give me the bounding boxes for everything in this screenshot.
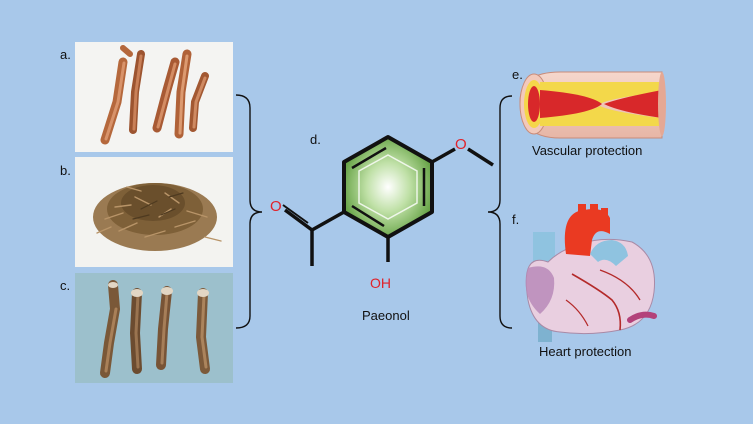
panel-label-d: d. <box>310 132 321 147</box>
heart-icon <box>525 204 657 342</box>
left-bracket <box>235 94 263 329</box>
panel-label-f: f. <box>512 212 520 227</box>
panel-label-b: b. <box>60 163 71 178</box>
right-bracket <box>487 95 513 329</box>
dried-root-bark-icon <box>75 42 233 152</box>
atom-o-ketone: O <box>270 198 282 215</box>
atom-oh: OH <box>370 275 391 291</box>
caption-heart-protection: Heart protection <box>539 344 632 359</box>
shredded-root-icon <box>75 157 233 267</box>
molecule-name: Paeonol <box>362 308 410 323</box>
artery-plaque-icon <box>519 71 666 139</box>
caption-vascular-protection: Vascular protection <box>532 143 643 158</box>
panel-label-a: a. <box>60 47 71 62</box>
atom-o-methoxy: O <box>455 136 467 153</box>
panel-label-e: e. <box>512 67 523 82</box>
benzene-ring <box>342 135 434 239</box>
root-pieces-icon <box>75 273 233 383</box>
panel-label-c: c. <box>60 278 71 293</box>
